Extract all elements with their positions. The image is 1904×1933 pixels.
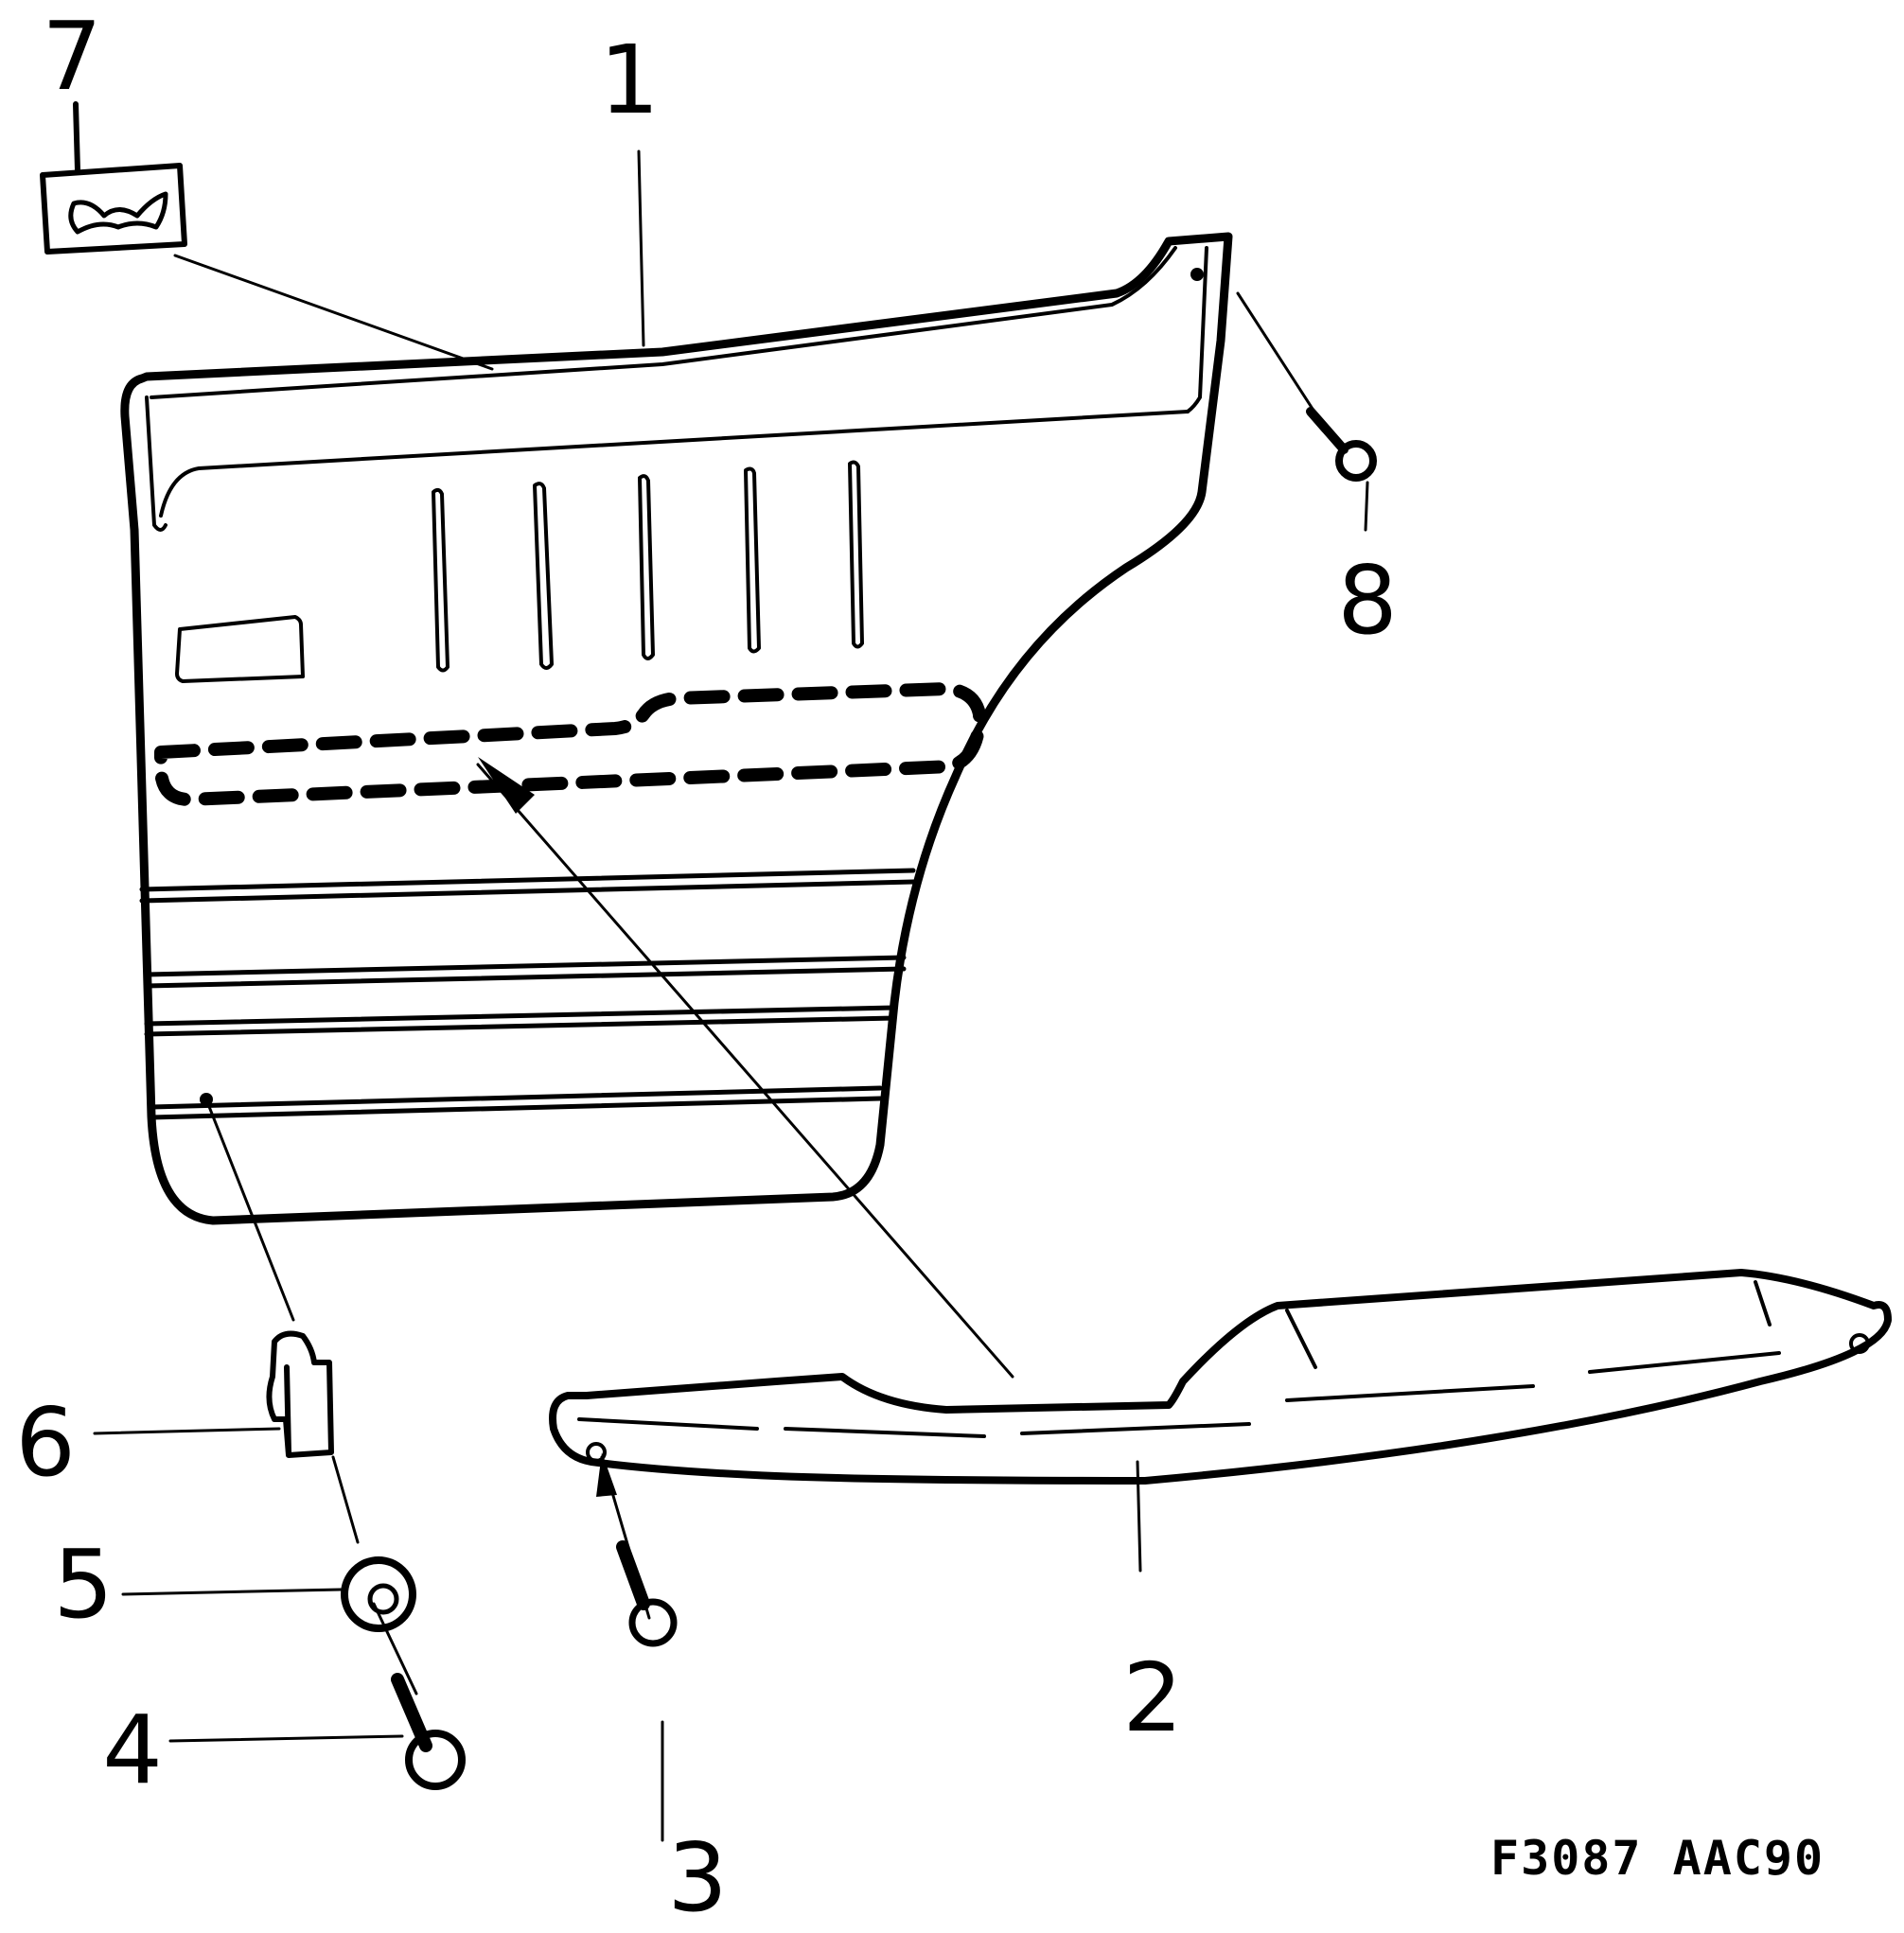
callout-8: 8 <box>1337 545 1398 656</box>
callout-6: 6 <box>15 1387 76 1498</box>
leader-lines <box>93 149 1369 1842</box>
clip-6 <box>266 1330 334 1458</box>
washer-5 <box>341 1556 416 1632</box>
callout-4: 4 <box>102 1695 163 1805</box>
callout-7: 7 <box>42 1 102 112</box>
callout-2: 2 <box>1122 1643 1183 1753</box>
door-trim-panel <box>120 232 1233 1225</box>
callout-5: 5 <box>53 1529 114 1640</box>
armrest-location-dashed <box>154 682 986 806</box>
armrest-screw-hole <box>586 1442 607 1463</box>
trim-beads <box>139 868 916 1120</box>
callout-3: 3 <box>667 1822 728 1933</box>
callout-1: 1 <box>599 25 660 135</box>
figure-reference-code: F3087 AAC90 <box>1490 1831 1825 1886</box>
screw-8 <box>1306 407 1377 482</box>
screw-4 <box>391 1673 466 1790</box>
fastener-clip-7 <box>40 101 187 255</box>
screw-3 <box>616 1540 678 1647</box>
armrest <box>549 1269 1892 1485</box>
vent-slots <box>432 460 864 673</box>
